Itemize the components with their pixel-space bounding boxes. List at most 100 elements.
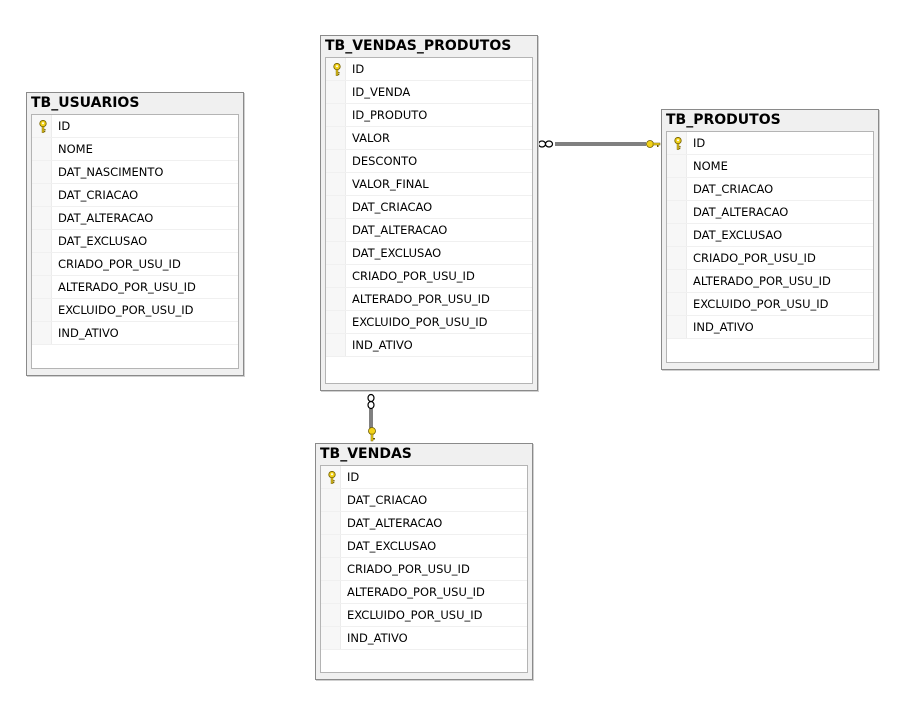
column-row[interactable]: EXCLUIDO_POR_USU_ID: [321, 604, 527, 627]
relationship-vendas-produtos-to-vendas[interactable]: [367, 393, 376, 442]
column-row[interactable]: DAT_ALTERACAO: [326, 219, 532, 242]
row-selector[interactable]: [32, 161, 52, 183]
row-selector[interactable]: [667, 178, 687, 200]
column-list: ID NOME DAT_CRIACAO DAT_ALTERACAO DAT_EXCLUS…: [666, 131, 874, 363]
column-row[interactable]: VALOR_FINAL: [326, 173, 532, 196]
column-row[interactable]: VALOR: [326, 127, 532, 150]
row-selector[interactable]: [326, 196, 346, 218]
column-row[interactable]: ID_VENDA: [326, 81, 532, 104]
primary-key-icon: [328, 471, 336, 484]
row-selector[interactable]: [667, 247, 687, 269]
row-selector[interactable]: [32, 253, 52, 275]
row-selector[interactable]: [32, 322, 52, 344]
column-row[interactable]: CRIADO_POR_USU_ID: [32, 253, 238, 276]
column-name: DESCONTO: [352, 154, 418, 168]
row-selector[interactable]: [326, 265, 346, 287]
column-row[interactable]: ALTERADO_POR_USU_ID: [321, 581, 527, 604]
row-selector[interactable]: [32, 184, 52, 206]
row-selector[interactable]: [32, 138, 52, 160]
column-row[interactable]: CRIADO_POR_USU_ID: [326, 265, 532, 288]
relationship-vendas-produtos-to-produtos[interactable]: [537, 140, 661, 148]
column-row[interactable]: NOME: [667, 155, 873, 178]
row-selector[interactable]: [321, 581, 341, 603]
row-selector[interactable]: [667, 224, 687, 246]
column-row[interactable]: ALTERADO_POR_USU_ID: [326, 288, 532, 311]
column-name: DAT_ALTERACAO: [693, 205, 789, 219]
row-selector[interactable]: [326, 288, 346, 310]
column-row[interactable]: DAT_ALTERACAO: [32, 207, 238, 230]
column-name: DAT_EXCLUSAO: [693, 228, 783, 242]
column-row[interactable]: ID_PRODUTO: [326, 104, 532, 127]
row-selector[interactable]: [321, 512, 341, 534]
row-selector[interactable]: [326, 104, 346, 126]
row-selector[interactable]: [326, 334, 346, 356]
column-name: ALTERADO_POR_USU_ID: [347, 585, 485, 599]
row-selector[interactable]: [667, 316, 687, 338]
column-row[interactable]: DAT_ALTERACAO: [667, 201, 873, 224]
one-end-key-icon: [646, 140, 661, 148]
column-row[interactable]: EXCLUIDO_POR_USU_ID: [32, 299, 238, 322]
row-selector[interactable]: [321, 489, 341, 511]
row-selector[interactable]: [326, 173, 346, 195]
row-selector[interactable]: [32, 299, 52, 321]
row-selector[interactable]: [326, 81, 346, 103]
column-row[interactable]: IND_ATIVO: [667, 316, 873, 339]
column-row[interactable]: DAT_EXCLUSAO: [321, 535, 527, 558]
column-row[interactable]: DAT_EXCLUSAO: [326, 242, 532, 265]
row-selector[interactable]: [32, 207, 52, 229]
row-selector[interactable]: [326, 219, 346, 241]
column-row[interactable]: EXCLUIDO_POR_USU_ID: [667, 293, 873, 316]
column-row[interactable]: DAT_CRIACAO: [667, 178, 873, 201]
column-name: ALTERADO_POR_USU_ID: [58, 280, 196, 294]
column-row[interactable]: IND_ATIVO: [326, 334, 532, 357]
column-row[interactable]: DAT_EXCLUSAO: [32, 230, 238, 253]
row-selector[interactable]: [326, 127, 346, 149]
column-row[interactable]: DAT_ALTERACAO: [321, 512, 527, 535]
column-row[interactable]: ID: [321, 466, 527, 489]
column-name: DAT_ALTERACAO: [347, 516, 443, 530]
column-row[interactable]: DAT_NASCIMENTO: [32, 161, 238, 184]
row-selector[interactable]: [326, 150, 346, 172]
column-name: ID: [58, 119, 71, 133]
row-selector[interactable]: [321, 558, 341, 580]
column-row[interactable]: CRIADO_POR_USU_ID: [321, 558, 527, 581]
column-name: DAT_ALTERACAO: [58, 211, 154, 225]
column-row[interactable]: DESCONTO: [326, 150, 532, 173]
column-row[interactable]: EXCLUIDO_POR_USU_ID: [326, 311, 532, 334]
column-row[interactable]: IND_ATIVO: [32, 322, 238, 345]
column-name: NOME: [693, 159, 728, 173]
row-selector[interactable]: [321, 535, 341, 557]
one-end-key-icon: [368, 427, 376, 442]
column-row[interactable]: NOME: [32, 138, 238, 161]
column-row[interactable]: ALTERADO_POR_USU_ID: [667, 270, 873, 293]
column-name: DAT_EXCLUSAO: [58, 234, 148, 248]
row-selector[interactable]: [321, 604, 341, 626]
row-selector[interactable]: [326, 242, 346, 264]
column-name: ID: [347, 470, 360, 484]
column-row[interactable]: CRIADO_POR_USU_ID: [667, 247, 873, 270]
many-end-infinity-icon: [367, 393, 375, 403]
column-row[interactable]: ID: [326, 58, 532, 81]
row-selector[interactable]: [32, 230, 52, 252]
column-row[interactable]: DAT_CRIACAO: [32, 184, 238, 207]
column-row[interactable]: DAT_CRIACAO: [326, 196, 532, 219]
row-selector[interactable]: [326, 311, 346, 333]
column-row[interactable]: IND_ATIVO: [321, 627, 527, 650]
row-selector[interactable]: [667, 293, 687, 315]
column-row[interactable]: DAT_CRIACAO: [321, 489, 527, 512]
row-selector[interactable]: [321, 627, 341, 649]
column-name: DAT_CRIACAO: [347, 493, 428, 507]
column-row[interactable]: ID: [32, 115, 238, 138]
row-selector[interactable]: [667, 155, 687, 177]
column-row[interactable]: ID: [667, 132, 873, 155]
column-row[interactable]: ALTERADO_POR_USU_ID: [32, 276, 238, 299]
row-selector[interactable]: [667, 201, 687, 223]
column-row[interactable]: DAT_EXCLUSAO: [667, 224, 873, 247]
row-selector[interactable]: [32, 276, 52, 298]
row-selector[interactable]: [667, 270, 687, 292]
